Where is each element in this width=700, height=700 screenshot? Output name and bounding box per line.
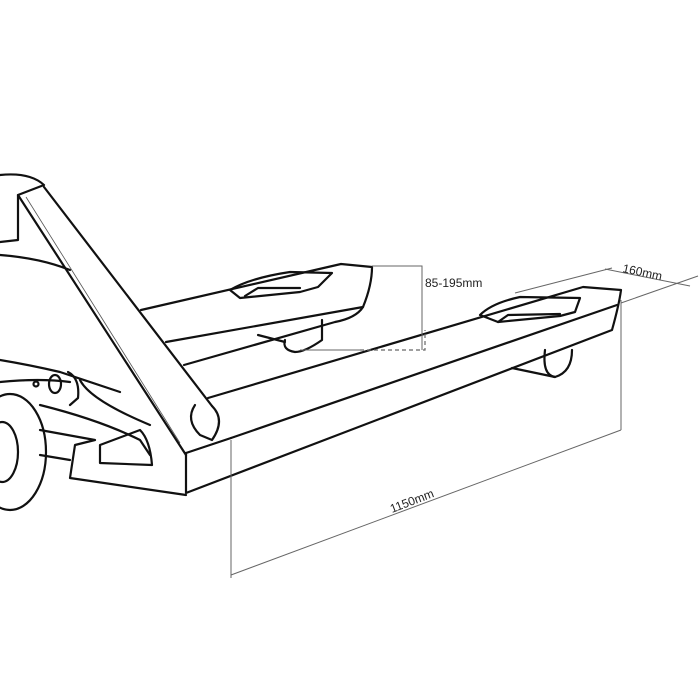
fork-length-label: 1150mm <box>388 486 436 515</box>
rear-wheel <box>0 392 48 512</box>
right-fork <box>184 285 623 495</box>
fork-width-label: 160mm <box>621 261 663 283</box>
tiller-handle <box>16 185 221 457</box>
fork-width-dimension <box>514 267 699 304</box>
lift-height-dimension <box>300 265 426 351</box>
lift-height-label: 85-195mm <box>425 276 482 290</box>
fork-length-dimension <box>230 300 622 578</box>
truck-body <box>0 173 188 497</box>
left-fork <box>139 262 374 367</box>
